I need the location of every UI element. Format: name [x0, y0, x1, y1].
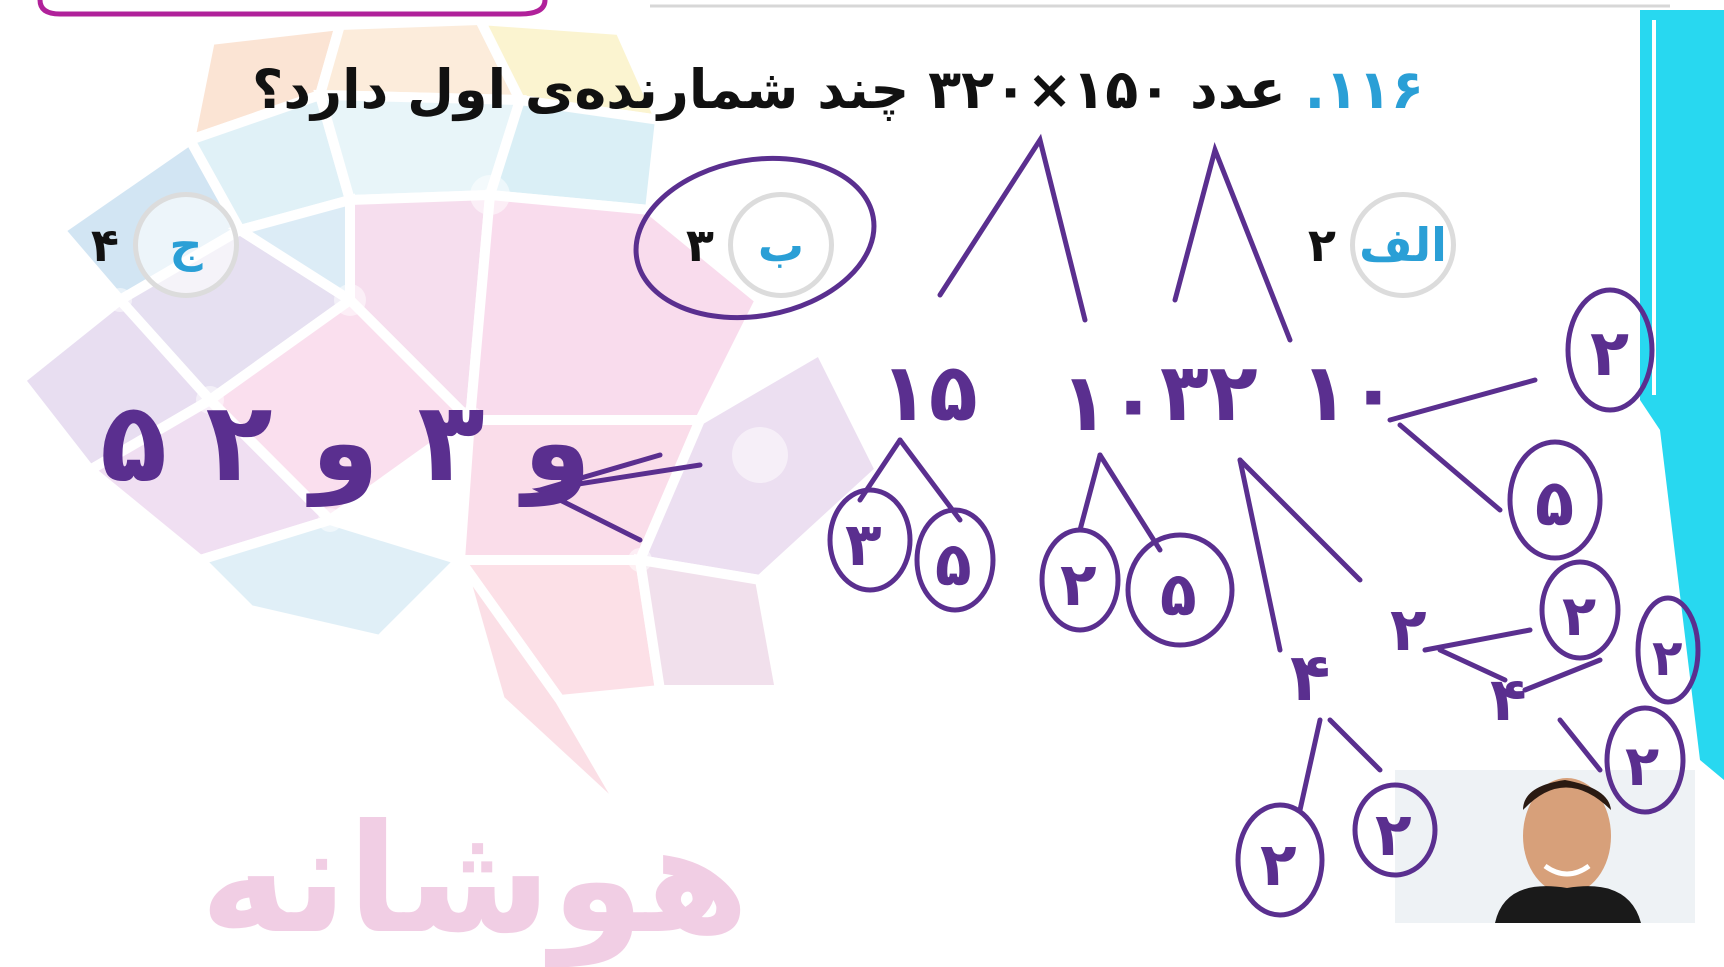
option-be-letter: ب: [728, 192, 834, 298]
option-be[interactable]: ب ۳: [685, 192, 834, 298]
brain-logo-background: [20, 20, 880, 820]
option-alef-letter: الف: [1350, 192, 1456, 298]
factor-10b: ۱۰: [1300, 346, 1398, 439]
handwriting-layer: ۵ و ۳ و ۲ ۱۵ ۱۰ ۳۲ ۱۰ ۳ ۵ ۲ ۵ ۲ ۵ ۲ ۴ ۴ …: [100, 133, 1701, 918]
presenter-video: [1395, 770, 1695, 923]
prime-5-right: ۵: [1535, 467, 1574, 541]
factor-2-mid: ۲: [1390, 595, 1427, 665]
right-side-bar: [1640, 10, 1724, 780]
prime-5b: ۵: [1160, 560, 1197, 630]
option-alef[interactable]: الف ۲: [1307, 192, 1456, 298]
arrow-left: [531, 452, 703, 543]
question-body: عدد ۱۵۰×۳۲۰ چند شمارنده‌ی اول دارد؟: [252, 58, 1286, 121]
factor-10a: ۱۰: [1060, 356, 1158, 449]
prime-2-right-2: ۲: [1562, 584, 1596, 649]
answer-circle: [633, 155, 877, 321]
prime-2a: ۲: [1060, 550, 1097, 620]
prime-2-right-3: ۲: [1652, 629, 1683, 687]
factor-15: ۱۵: [880, 346, 978, 439]
option-jim[interactable]: ج ۴: [90, 192, 239, 298]
option-alef-value: ۲: [1307, 218, 1336, 272]
option-jim-value: ۴: [90, 218, 119, 272]
prime-3: ۳: [845, 510, 882, 580]
prime-5a: ۵: [935, 530, 972, 600]
prime-2-bottom-2: ۲: [1375, 800, 1412, 870]
factor-32: ۳۲: [1160, 346, 1258, 439]
question-text: ۱۱۶. عدد ۱۵۰×۳۲۰ چند شمارنده‌ی اول دارد؟: [252, 58, 1424, 123]
top-decoration: [37, 0, 1670, 17]
presenter-head: [1523, 778, 1611, 894]
option-be-value: ۳: [685, 218, 714, 272]
prime-2-right-1: ۲: [1590, 317, 1629, 391]
presenter-shoulders: [1495, 886, 1641, 923]
prime-2-bottom-1: ۲: [1260, 830, 1297, 900]
question-number: ۱۱۶.: [1304, 58, 1424, 121]
prime-2-right-4: ۲: [1625, 734, 1659, 799]
handwritten-answer: ۵ و ۳ و ۲: [100, 378, 591, 507]
option-jim-letter: ج: [133, 192, 239, 298]
pink-frame-fragment: [37, 0, 548, 17]
factor-4b: ۴: [1490, 665, 1527, 735]
factor-4a: ۴: [1290, 639, 1330, 716]
